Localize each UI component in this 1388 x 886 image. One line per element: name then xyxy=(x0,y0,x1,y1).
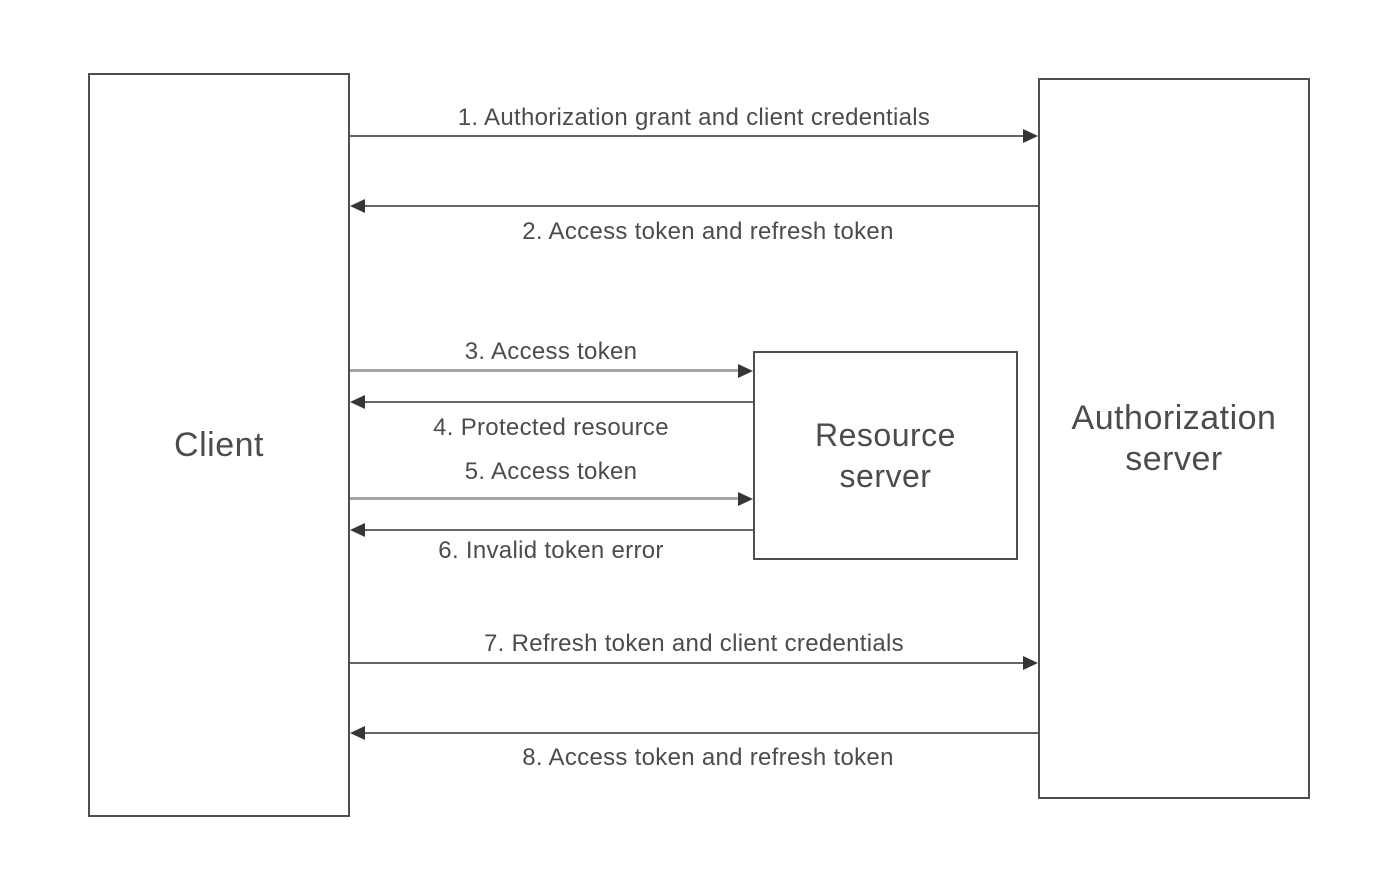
arrow-4-label: 4. Protected resource xyxy=(433,414,669,441)
node-resource-server-label: Resource server xyxy=(815,416,956,494)
node-authorization-server-label: Authorization server xyxy=(1071,398,1277,478)
node-resource-server: Resource server xyxy=(753,351,1018,560)
arrow-8-label: 8. Access token and refresh token xyxy=(522,744,894,771)
arrow-6-label: 6. Invalid token error xyxy=(438,537,664,564)
node-client-label: Client xyxy=(174,425,264,464)
arrow-3-label: 3. Access token xyxy=(464,338,638,365)
node-authorization-server: Authorization server xyxy=(1038,78,1310,799)
arrow-2-label: 2. Access token and refresh token xyxy=(522,218,894,245)
arrow-1-label: 1. Authorization grant and client creden… xyxy=(457,104,931,131)
node-client: Client xyxy=(88,73,350,817)
arrow-7-label: 7. Refresh token and client credentials xyxy=(484,630,904,657)
arrow-5-label: 5. Access token xyxy=(464,458,638,485)
